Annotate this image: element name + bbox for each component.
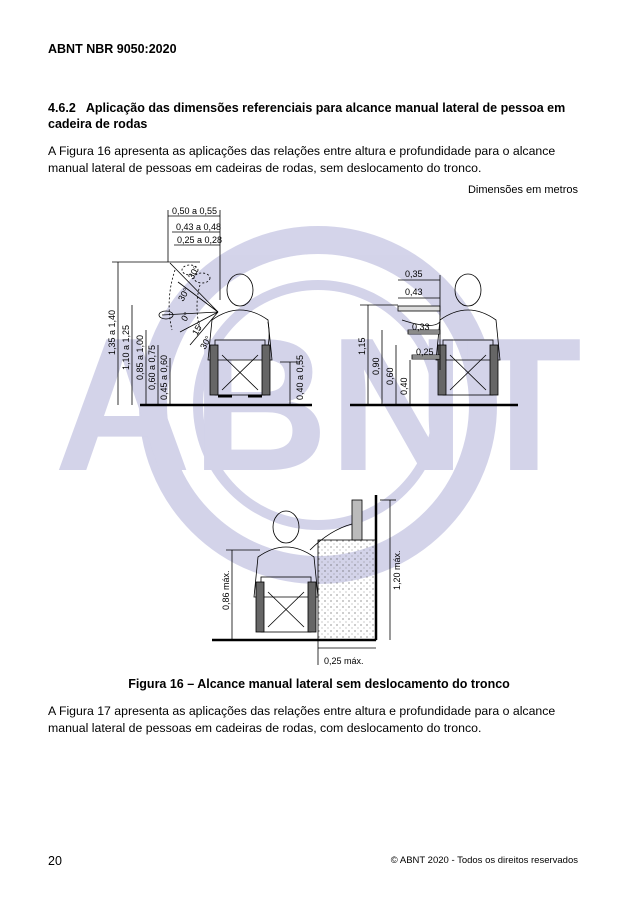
dim-label: 0,85 a 1,00 <box>135 335 145 380</box>
dim-label: 0,43 a 0,48 <box>176 222 221 232</box>
dim-label: 0,60 a 0,75 <box>147 345 157 390</box>
dim-label: 1,35 a 1,40 <box>107 310 117 355</box>
dimensions-note: Dimensões em metros <box>467 184 578 196</box>
dim-label: 0,43 <box>405 287 423 297</box>
dim-label: 1,15 <box>357 337 367 355</box>
paragraph-1: A Figura 16 apresenta as aplicações das … <box>48 144 556 175</box>
dim-label: 0,33 <box>412 322 430 332</box>
bottom-view-labels: 0,86 máx. 1,20 máx. 0,25 máx. <box>221 550 402 666</box>
dim-label: 0,40 a 0,55 <box>295 355 305 400</box>
copyright-notice: © ABNT 2020 - Todos os direitos reservad… <box>390 855 578 866</box>
dim-label: 0,25 máx. <box>324 656 364 666</box>
page-number: 20 <box>48 854 62 868</box>
paragraph-2: A Figura 17 apresenta as aplicações das … <box>48 704 556 735</box>
dim-label: 0,60 <box>385 367 395 385</box>
dim-label: 0,90 <box>371 357 381 375</box>
section-title: Aplicação das dimensões referenciais par… <box>48 101 566 131</box>
bottom-view <box>212 495 396 665</box>
wall-panel <box>351 499 363 541</box>
dim-label: 0,25 <box>416 347 434 357</box>
reach-arcs <box>158 262 219 346</box>
wheelchair-user-figure <box>253 510 353 633</box>
document-header: ABNT NBR 9050:2020 <box>48 42 177 56</box>
left-view <box>112 210 312 407</box>
dim-label: 0,50 a 0,55 <box>172 206 217 216</box>
dim-label: 0,25 a 0,28 <box>177 235 222 245</box>
dim-label: 0,86 máx. <box>221 570 231 610</box>
figure-16: ABNT <box>54 206 582 666</box>
dim-label: 0,40 <box>399 377 409 395</box>
right-view-labels: 0,35 0,43 0,33 0,25 1,15 0,90 0,60 0,40 <box>357 269 434 395</box>
dim-label: 0,35 <box>405 269 423 279</box>
dim-label: 1,20 máx. <box>392 550 402 590</box>
wheelchair-user-figure <box>207 273 273 398</box>
wheelchair-user-figure <box>401 273 501 396</box>
section-number: 4.6.2 <box>48 101 76 115</box>
left-view-labels: 0,50 a 0,55 0,43 a 0,48 0,25 a 0,28 1,35… <box>107 206 305 400</box>
right-view <box>350 273 518 407</box>
dim-label: 0,45 a 0,60 <box>159 355 169 400</box>
counter <box>317 539 377 641</box>
dim-label: 1,10 a 1,25 <box>121 325 131 370</box>
figure-caption: Figura 16 – Alcance manual lateral sem d… <box>128 677 510 691</box>
